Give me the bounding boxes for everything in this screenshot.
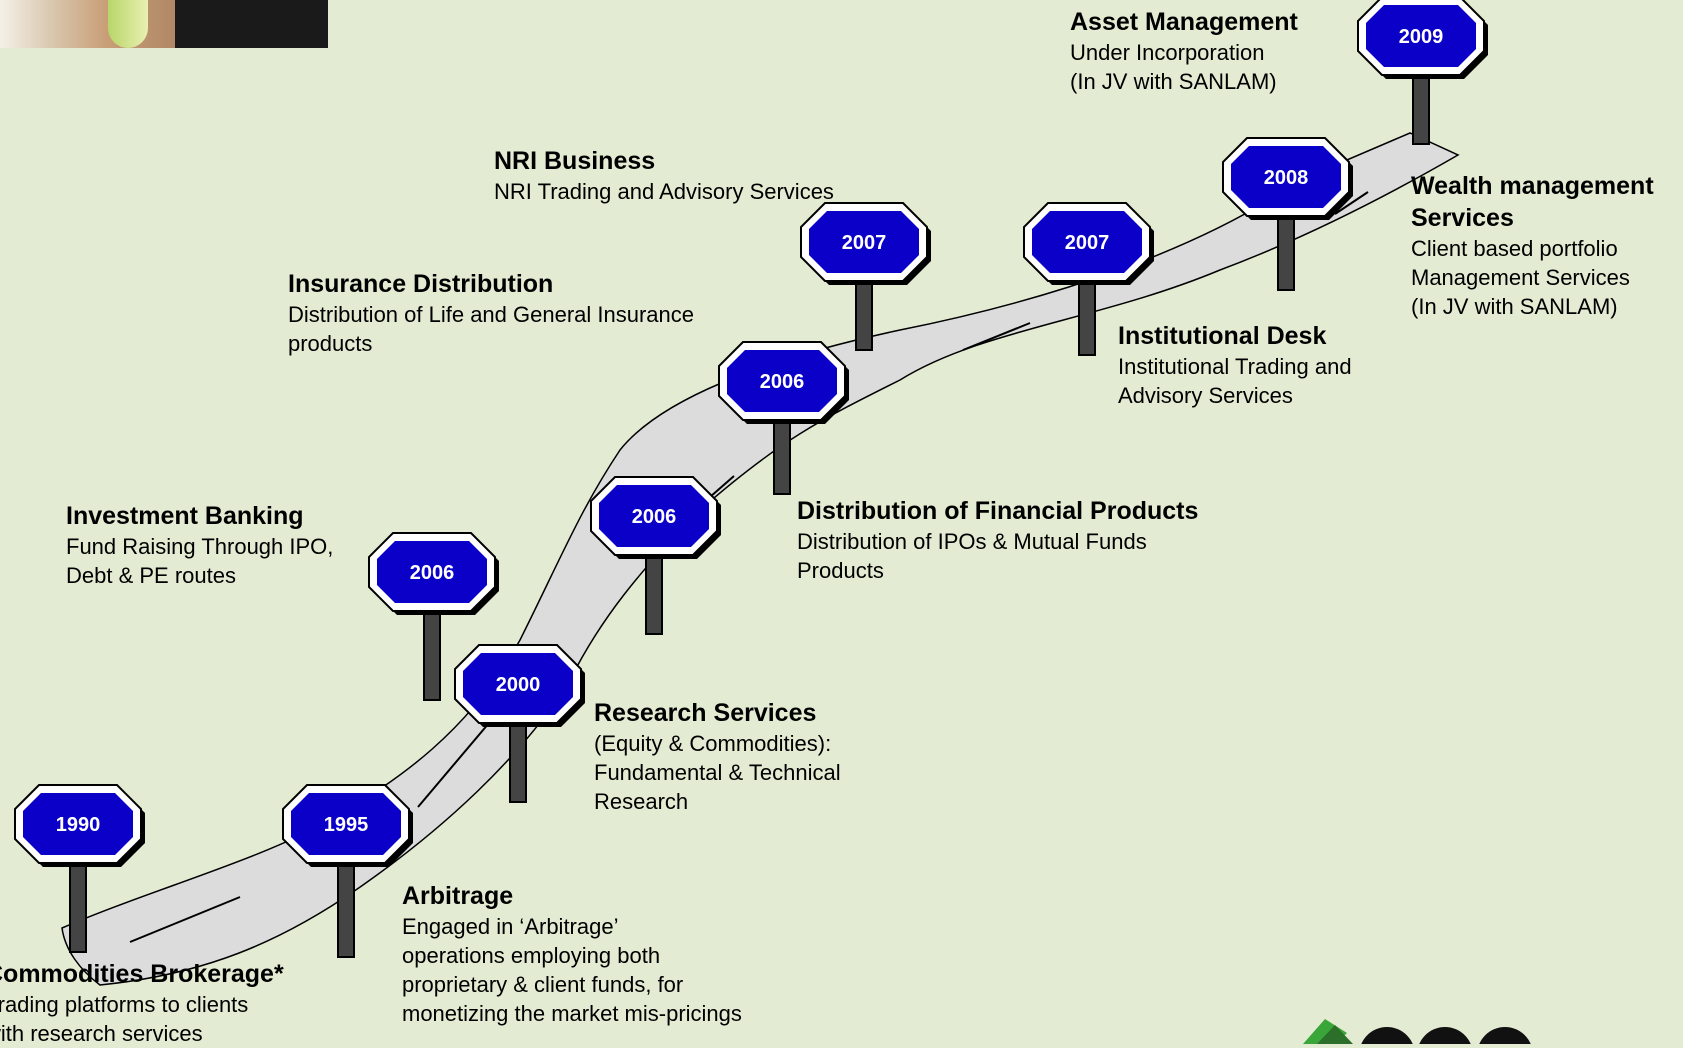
milestone-title: Research Services xyxy=(594,699,817,727)
milestone-description-line: monetizing the market mis-pricings xyxy=(402,1001,742,1026)
road-marking xyxy=(129,896,241,943)
milestone-description-line: proprietary & client funds, for xyxy=(402,972,684,997)
milestone-title: Asset Management xyxy=(1070,8,1298,36)
sign-year: 2006 xyxy=(632,506,677,528)
milestone-description-line: Advisory Services xyxy=(1118,383,1293,408)
sign-year: 2000 xyxy=(496,674,541,696)
header-photo xyxy=(0,0,328,48)
milestone-title: Commodities Brokerage* xyxy=(0,960,284,988)
milestone-sign-2006: 2006 xyxy=(368,532,499,701)
milestone-title: Arbitrage xyxy=(402,882,514,910)
milestone-description-line: with research services xyxy=(0,1021,203,1046)
sign-post xyxy=(337,851,355,958)
milestone-sign-1995: 1995 xyxy=(282,784,413,958)
milestone-description-line: Institutional Trading and xyxy=(1118,354,1352,379)
milestone-title: Distribution of Financial Products xyxy=(797,497,1199,525)
milestone-title: Wealth management Services xyxy=(1411,172,1654,232)
milestone-sign-2007: 2007 xyxy=(800,202,931,351)
road-marking xyxy=(1334,191,1369,215)
milestone-text-2: Research Services (Equity & Commodities):… xyxy=(594,697,841,816)
sign-year: 1990 xyxy=(56,814,101,836)
milestone-description-line: Trading platforms to clients xyxy=(0,992,249,1017)
milestone-sign-2000: 2000 xyxy=(454,644,585,803)
road-marking xyxy=(962,322,1031,351)
milestone-title: Institutional Desk xyxy=(1118,322,1327,350)
milestone-description-line: operations employing both xyxy=(402,943,661,968)
sign-year: 2008 xyxy=(1264,167,1309,189)
sign-face xyxy=(1032,211,1142,273)
milestone-description-line: Management Services xyxy=(1411,265,1630,290)
milestone-description-line: Fundamental & Technical xyxy=(594,760,841,785)
smc-logo xyxy=(1303,1019,1531,1044)
milestone-description-line: Under Incorporation xyxy=(1070,40,1265,65)
sign-face xyxy=(377,541,487,603)
milestone-text-0: Commodities Brokerage* Trading platforms … xyxy=(0,958,284,1048)
sign-face xyxy=(1366,5,1476,67)
sign-face xyxy=(599,485,709,547)
sign-year: 1995 xyxy=(324,814,369,836)
sign-year: 2006 xyxy=(760,371,805,393)
sign-year: 2007 xyxy=(842,232,887,254)
milestone-description-line: Distribution of Life and General Insuran… xyxy=(288,302,695,327)
sign-year: 2009 xyxy=(1399,26,1444,48)
sign-face xyxy=(727,350,837,412)
road-marking xyxy=(709,475,735,498)
milestone-description-line: (In JV with SANLAM) xyxy=(1070,69,1277,94)
milestone-sign-2009: 2009 xyxy=(1357,0,1488,145)
milestone-description-line: products xyxy=(288,331,373,356)
milestone-description-line: Engaged in ‘Arbitrage’ xyxy=(402,914,619,939)
milestone-description-line: (Equity & Commodities): xyxy=(594,731,832,756)
sign-year: 2006 xyxy=(410,562,455,584)
sign-face xyxy=(463,653,573,715)
milestone-description-line: Products xyxy=(797,558,884,583)
milestone-sign-1990: 1990 xyxy=(14,784,145,953)
milestone-description-line: Client based portfolio xyxy=(1411,236,1618,261)
sign-year: 2007 xyxy=(1065,232,1110,254)
milestone-description-line: Debt & PE routes xyxy=(66,563,236,588)
sign-face xyxy=(23,793,133,855)
milestone-sign-2007: 2007 xyxy=(1023,202,1154,356)
milestone-description-line: Research xyxy=(594,789,689,814)
milestone-description-line: Distribution of IPOs & Mutual Funds xyxy=(797,529,1147,554)
milestone-title: NRI Business xyxy=(494,147,656,175)
milestone-description-line: Fund Raising Through IPO, xyxy=(66,534,334,559)
sign-face xyxy=(1231,146,1341,208)
milestone-sign-2006: 2006 xyxy=(718,341,849,495)
milestone-title: Investment Banking xyxy=(66,502,304,530)
milestone-sign-2008: 2008 xyxy=(1222,137,1353,291)
milestone-title: Insurance Distribution xyxy=(288,270,554,298)
milestone-description-line: (In JV with SANLAM) xyxy=(1411,294,1618,319)
milestone-sign-2006: 2006 xyxy=(590,476,721,635)
milestone-description-line: NRI Trading and Advisory Services xyxy=(494,179,834,204)
sign-face xyxy=(291,793,401,855)
sign-face xyxy=(809,211,919,273)
